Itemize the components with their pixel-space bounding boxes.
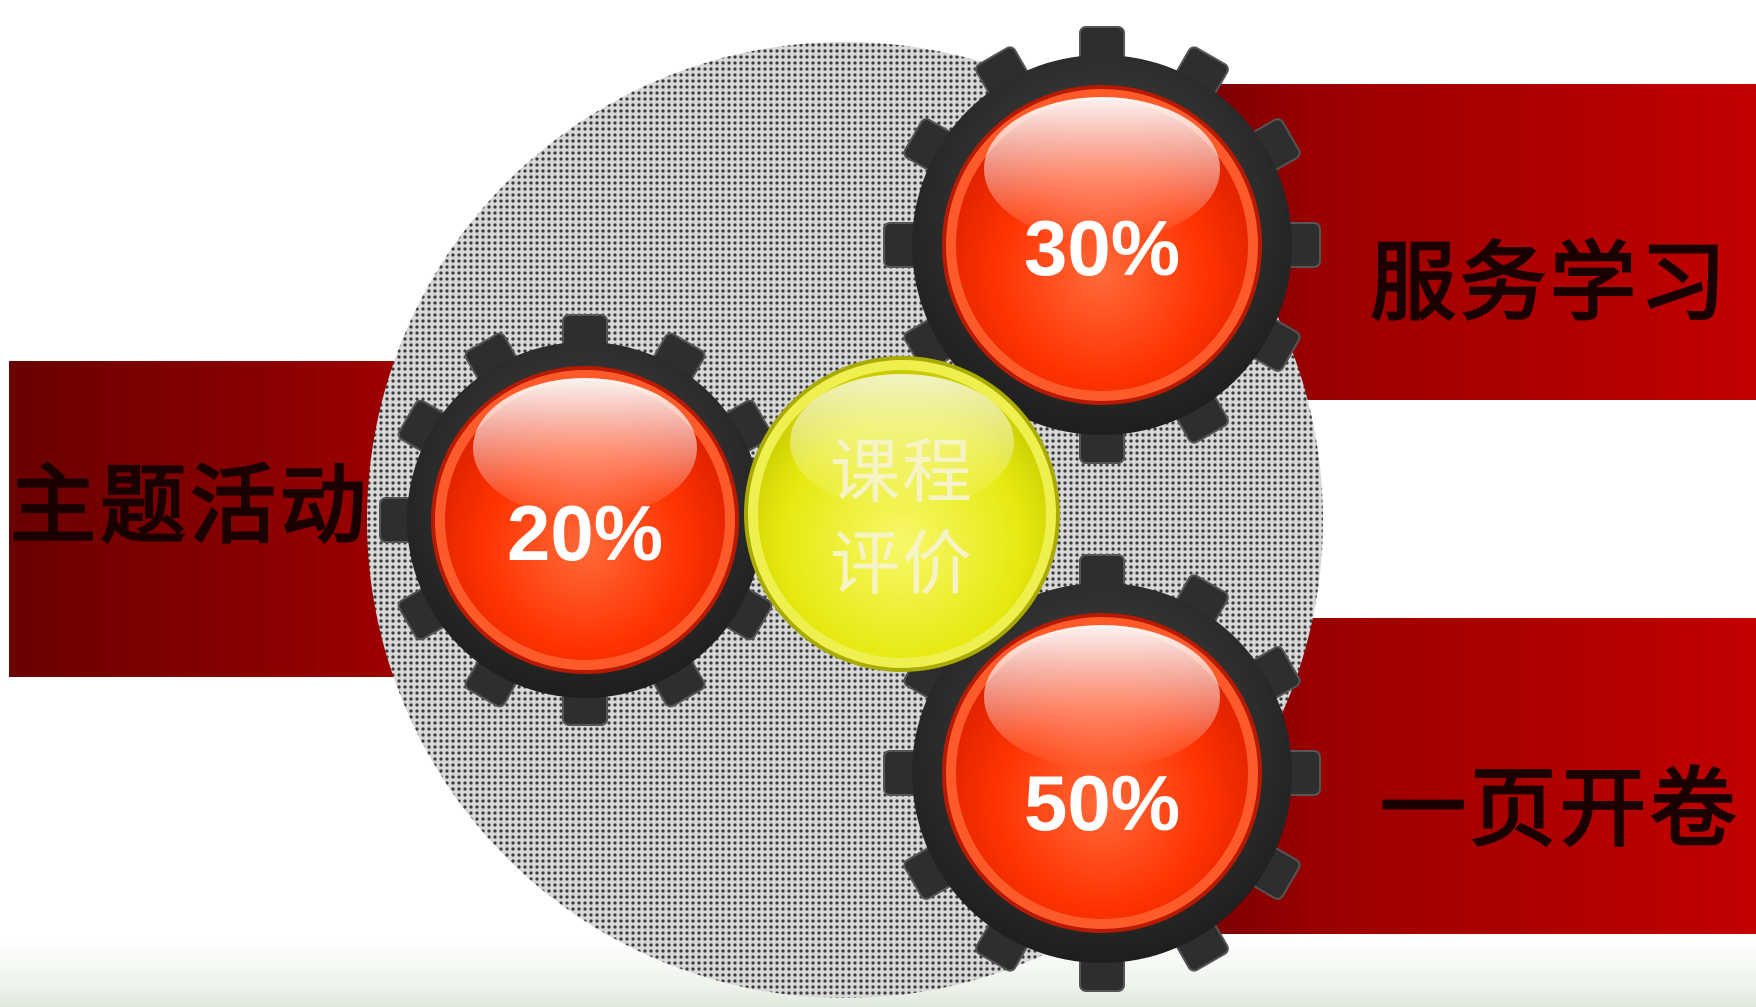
label-theme-activity: 主题活动 [10, 435, 370, 560]
center-label-line1: 课程 [802, 426, 1002, 518]
percent-50: 50% [1002, 758, 1202, 849]
label-one-page-open-book: 一页开卷 [1380, 738, 1740, 863]
percent-20: 20% [485, 488, 685, 579]
center-label-line2: 评价 [802, 518, 1002, 610]
label-service-learning: 服务学习 [1370, 212, 1730, 337]
center-label: 课程 评价 [802, 426, 1002, 610]
percent-30: 30% [1002, 203, 1202, 294]
